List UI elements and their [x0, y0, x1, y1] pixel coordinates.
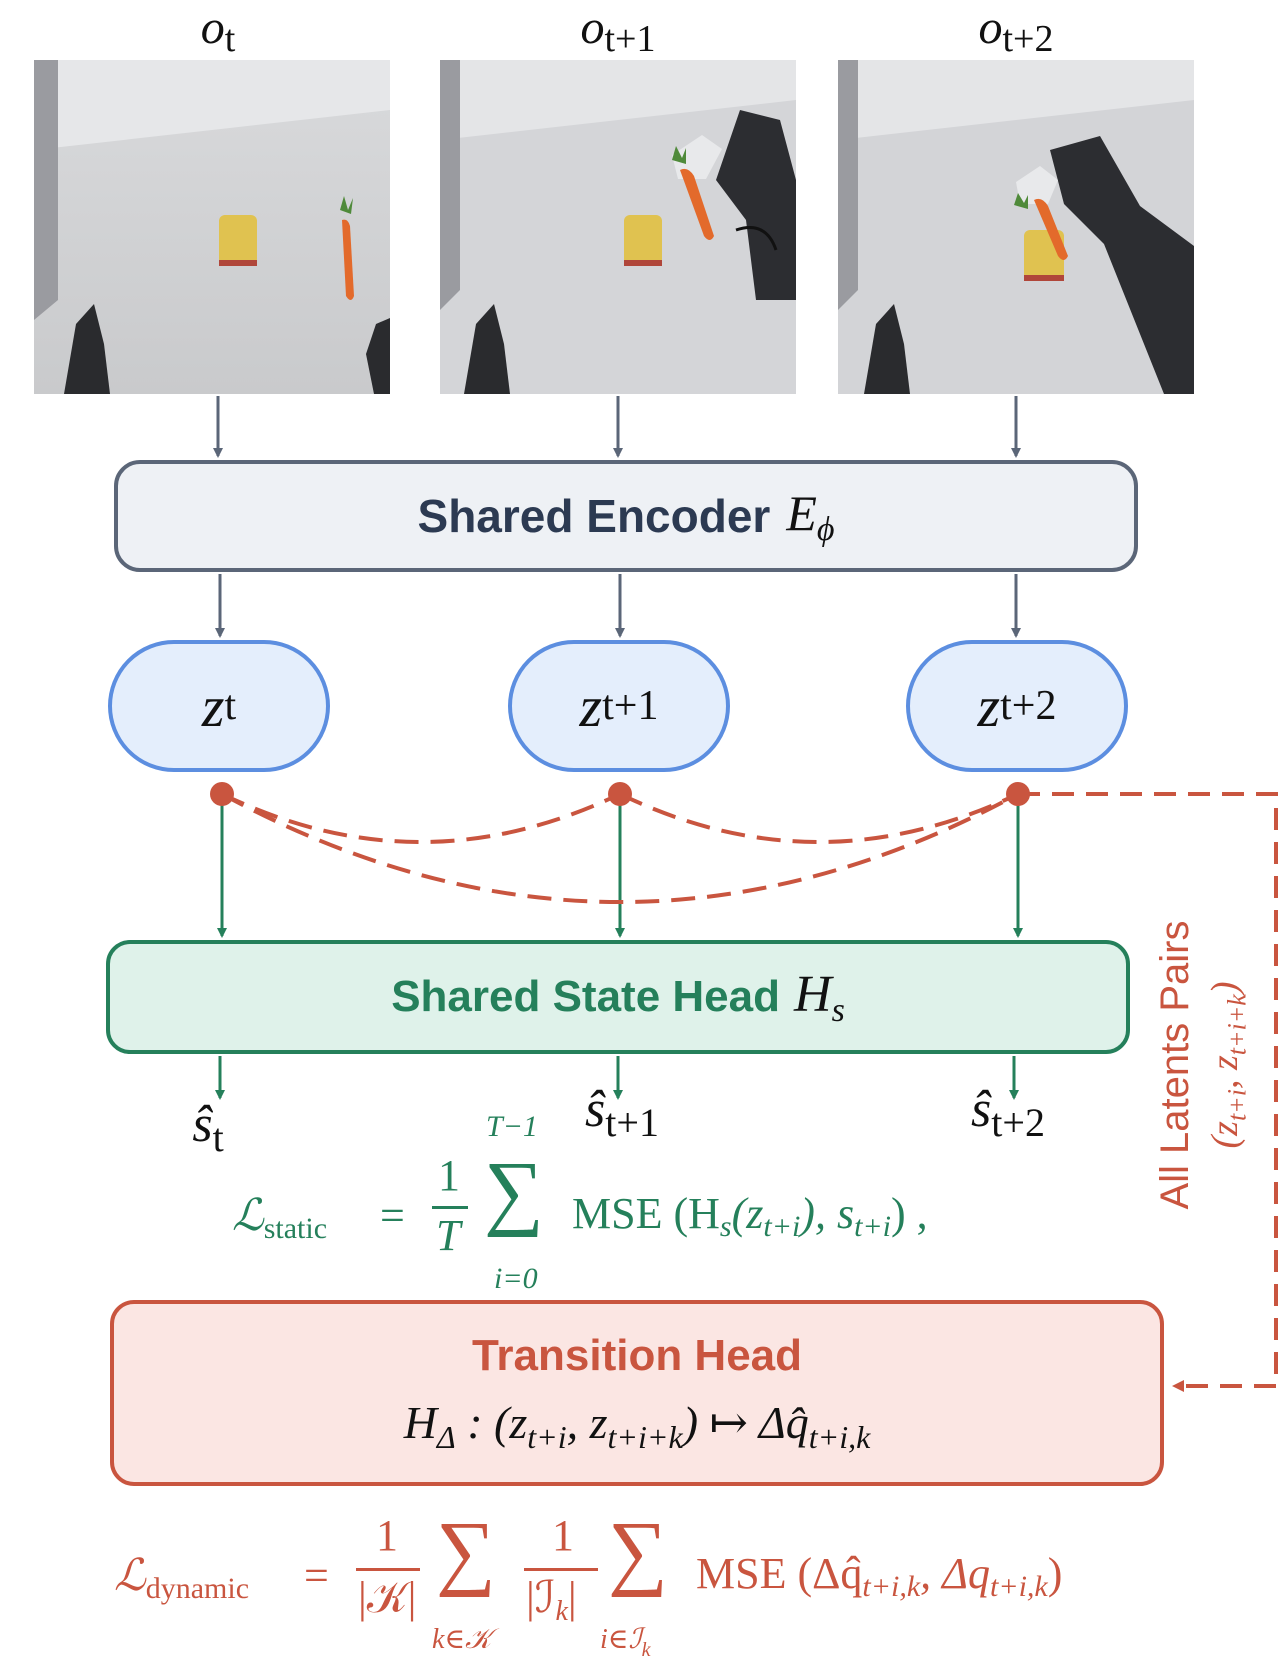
state-output-t1: ŝt+1 — [585, 1081, 659, 1145]
frame-label-t1: ot+1 — [580, 1, 656, 60]
state-output-t: ŝt — [192, 1096, 224, 1160]
observation-image-t2 — [838, 60, 1194, 394]
observation-image-t — [34, 60, 390, 394]
shared-state-head-box: Shared State Head Hs — [106, 940, 1130, 1054]
shared-encoder-box: Shared Encoder Eϕ — [114, 460, 1138, 572]
pair-arc-t-t2 — [221, 792, 1019, 904]
pair-route-to-transition-head — [1018, 792, 1278, 1392]
all-latent-pairs-notation: (zt+i, zt+i+k) — [1204, 981, 1252, 1149]
pair-node-t2 — [1006, 782, 1030, 806]
pair-node-t — [210, 782, 234, 806]
state-head-symbol: Hs — [794, 965, 845, 1029]
transition-head-box: Transition Head HΔ : (zt+i, zt+i+k) ↦ Δq… — [110, 1300, 1164, 1486]
pair-node-t1 — [608, 782, 632, 806]
shared-encoder-title: Shared Encoder — [417, 490, 771, 542]
observation-image-t1 — [440, 60, 796, 394]
state-output-t2: ŝt+2 — [971, 1081, 1045, 1145]
all-latent-pairs-label: All Latents Pairs (zt+i, zt+i+k) — [1150, 875, 1260, 1255]
encoder-symbol: Eϕ — [786, 484, 835, 548]
all-latent-pairs-title: All Latents Pairs — [1153, 920, 1197, 1210]
transition-head-equation: HΔ : (zt+i, zt+i+k) ↦ Δq̂t+i,k — [403, 1396, 871, 1455]
shared-state-head-title: Shared State Head — [391, 972, 780, 1021]
frame-label-t2: ot+2 — [978, 1, 1054, 60]
transition-head-title: Transition Head — [471, 1330, 803, 1380]
pair-arc-t-t1 — [221, 792, 621, 844]
frame-label-t: ot — [200, 1, 236, 60]
pair-arc-t1-t2 — [619, 792, 1019, 844]
